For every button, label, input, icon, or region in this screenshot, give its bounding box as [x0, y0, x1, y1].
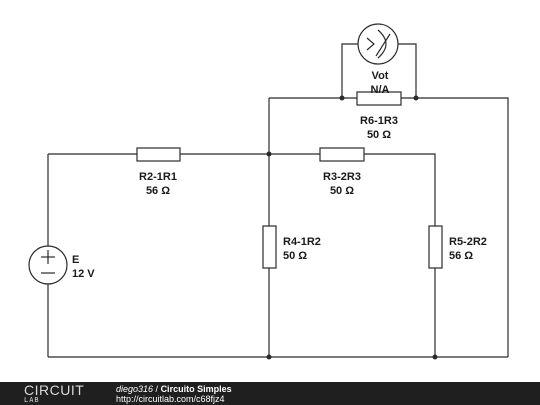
circuit-meta: diego316 / Circuito Simples	[116, 384, 232, 394]
junction-dot	[432, 354, 438, 360]
wire-voltmeter-left	[341, 43, 358, 98]
voltmeter[interactable]	[357, 23, 399, 65]
r3-value-label: 50 Ω	[330, 185, 354, 197]
wire-top-rail-right	[401, 97, 509, 357]
voltage-source-icon	[28, 245, 68, 285]
resistor-r6[interactable]	[356, 91, 402, 106]
meta-separator: /	[153, 384, 161, 394]
r4-value-label: 50 Ω	[283, 250, 307, 262]
voltmeter-needle-arc-icon	[377, 29, 387, 59]
voltmeter-needle-icon	[375, 33, 391, 57]
r5-name-label: R5-2R2	[449, 236, 487, 248]
resistor-r4[interactable]	[262, 225, 277, 269]
resistor-r3[interactable]	[319, 147, 365, 162]
wire-r3-to-right	[364, 153, 436, 226]
author-link[interactable]: diego316	[116, 384, 154, 394]
source-value-label: 12 V	[72, 268, 95, 280]
junction-dot	[266, 151, 272, 157]
source-name-label: E	[72, 254, 79, 266]
resistor-r2[interactable]	[136, 147, 181, 162]
voltage-source[interactable]	[28, 245, 68, 285]
voltmeter-icon	[357, 23, 399, 65]
r3-name-label: R3-2R3	[323, 171, 361, 183]
r2-value-label: 56 Ω	[146, 185, 170, 197]
logo-text-lab: LAB	[24, 396, 40, 404]
junction-dot	[413, 95, 419, 101]
wires	[47, 43, 509, 358]
wire-voltmeter-right	[398, 43, 417, 98]
r6-value-label: 50 Ω	[367, 129, 391, 141]
r4-name-label: R4-1R2	[283, 236, 321, 248]
voltmeter-value-label: N/A	[371, 84, 390, 96]
resistor-r5[interactable]	[428, 225, 443, 269]
footer-bar: CIRCUIT LAB diego316 / Circuito Simples …	[0, 382, 540, 405]
r2-name-label: R2-1R1	[139, 171, 177, 183]
circuit-title[interactable]: Circuito Simples	[160, 384, 232, 394]
logo-text-circuit: CIRCUIT	[24, 382, 85, 398]
junction-dot	[339, 95, 345, 101]
junction-dot	[266, 354, 272, 360]
circuit-url[interactable]: http://circuitlab.com/c68fjz4	[116, 394, 225, 404]
r6-name-label: R6-1R3	[360, 115, 398, 127]
circuit-schematic: R2-1R1 56 Ω R3-2R3 50 Ω R6-1R3 50 Ω R4-1…	[28, 23, 509, 360]
r5-value-label: 56 Ω	[449, 250, 473, 262]
voltmeter-name-label: Vot	[372, 70, 389, 82]
voltmeter-v-glyph-icon	[366, 37, 375, 51]
